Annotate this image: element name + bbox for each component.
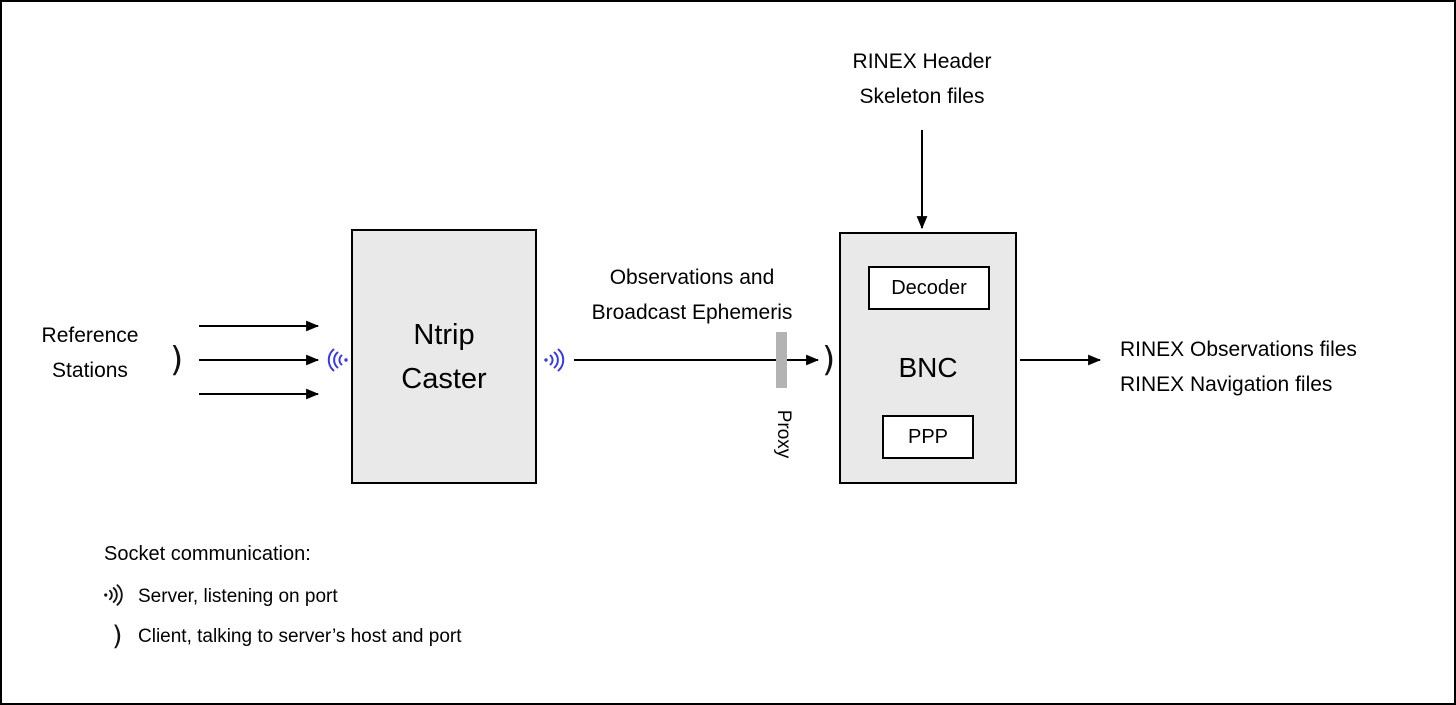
legend-server-socket-icon	[102, 581, 130, 614]
ntrip-caster-box: Ntrip Caster	[351, 229, 537, 484]
rinex-output-line1: RINEX Observations files	[1120, 338, 1357, 361]
server-socket-icon-caster-right	[542, 345, 572, 380]
reference-stations-line1: Reference	[41, 324, 139, 347]
client-socket-icon-left: )	[170, 340, 184, 380]
reference-stations-line2: Stations	[52, 359, 128, 382]
rinex-output-line2: RINEX Navigation files	[1120, 373, 1333, 396]
flow-label-line2: Broadcast Ephemeris	[591, 301, 793, 324]
client-socket-icon-bnc: )	[822, 340, 836, 380]
reference-stations-label: Reference Stations	[20, 318, 160, 388]
legend-client-item: Client, talking to server’s host and por…	[138, 626, 462, 647]
legend-client-socket-icon: )	[112, 621, 123, 652]
legend-title: Socket communication:	[104, 543, 311, 565]
rinex-header-line1: RINEX Header	[852, 50, 992, 73]
ntrip-caster-line1: Ntrip	[413, 318, 475, 351]
flow-label: Observations and Broadcast Ephemeris	[552, 260, 832, 330]
proxy-bar	[776, 332, 787, 388]
ppp-box: PPP	[882, 415, 974, 459]
rinex-header-skeleton-label: RINEX Header Skeleton files	[802, 44, 1042, 114]
bnc-box: Decoder BNC PPP	[839, 232, 1017, 484]
bnc-title: BNC	[898, 352, 958, 383]
server-socket-icon-caster-left	[320, 345, 350, 380]
proxy-label: Proxy	[773, 409, 794, 459]
flow-label-line1: Observations and	[609, 266, 775, 289]
legend-server-item: Server, listening on port	[138, 586, 338, 607]
rinex-header-line2: Skeleton files	[859, 85, 985, 108]
rinex-output-label: RINEX Observations files RINEX Navigatio…	[1120, 332, 1357, 402]
decoder-box: Decoder	[868, 266, 990, 310]
ntrip-caster-line2: Caster	[401, 362, 487, 395]
